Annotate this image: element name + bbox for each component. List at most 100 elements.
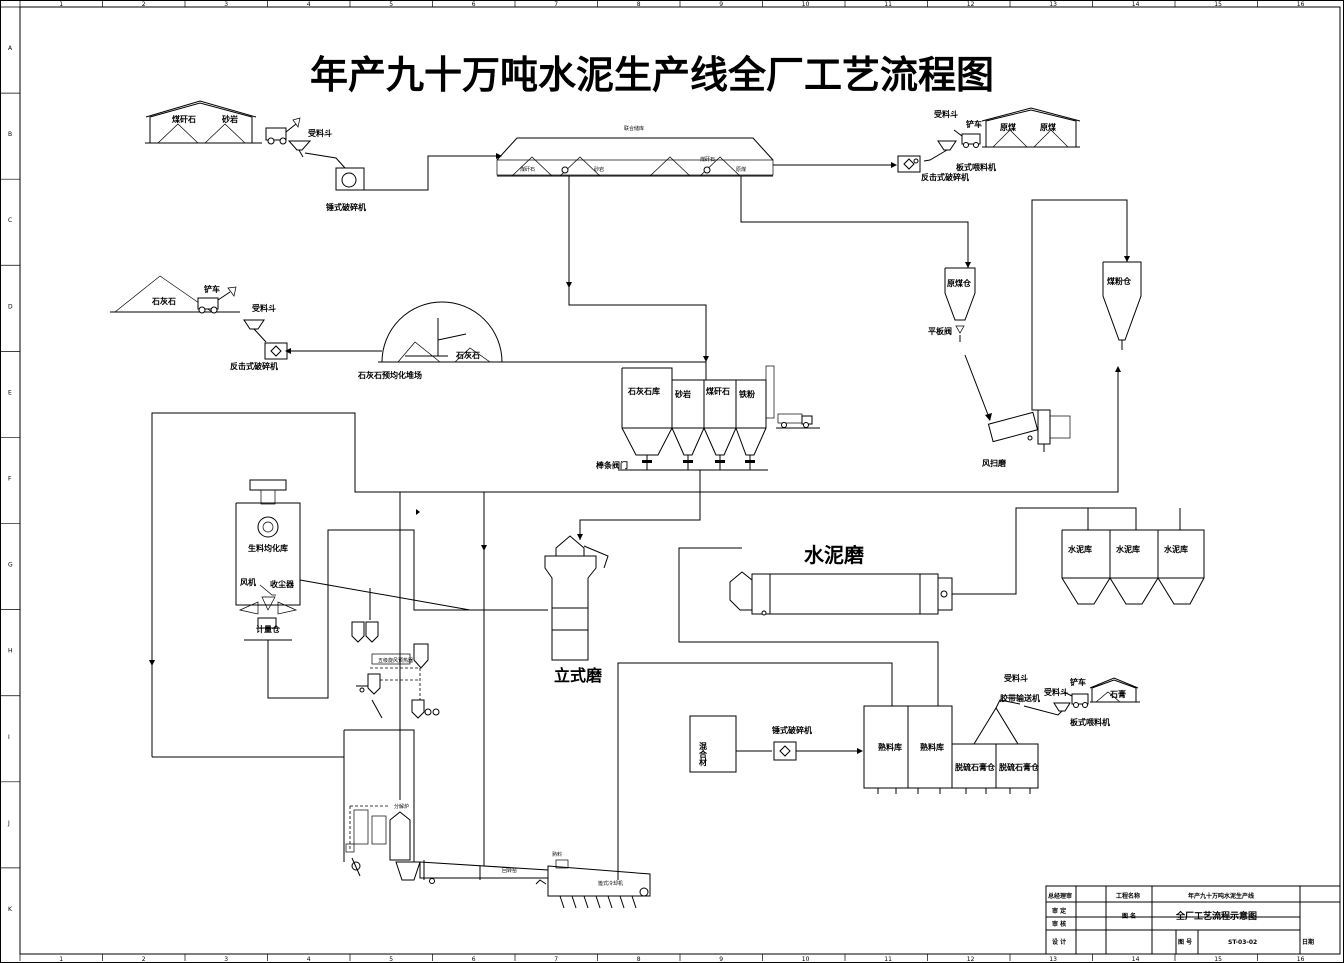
decomposer-label-small: 分解炉 xyxy=(394,803,409,810)
limestone-dome-label: 石灰石 xyxy=(455,350,480,360)
raw-coal-label-2: 原煤 xyxy=(1040,122,1056,132)
grid-col-label: 3 xyxy=(224,956,228,963)
coal-powder-bin-label: 煤粉仓 xyxy=(1107,276,1132,286)
impact-crusher-1: 反击式破碎机 xyxy=(897,155,969,182)
impact-crusher-2: 反击式破碎机 xyxy=(230,342,288,371)
dust-collector-label: 收尘器 xyxy=(270,579,295,589)
clinker-silo-label-2: 熟料库 xyxy=(920,742,944,752)
shed-coal-gangue-label: 煤矸石 xyxy=(520,166,535,173)
silo-coal-gangue-label: 煤矸石 xyxy=(706,386,730,396)
hopper-label-3: 受料斗 xyxy=(252,303,276,313)
silo-sandstone-label: 砂岩 xyxy=(674,389,691,399)
hopper-icon xyxy=(243,319,265,330)
raw-coal-shed: 受料斗 铲车 原煤 原煤 板式喂料机 反击式破碎机 xyxy=(897,107,1081,182)
mixed-material-bin: 混合材 xyxy=(689,715,737,773)
column-ticks: 1122334455667788991010111112121313141415… xyxy=(19,0,1305,963)
gypsum-bin-label-1: 脱硫石膏仓 xyxy=(955,762,996,772)
hopper-label-4: 受料斗 xyxy=(1004,673,1028,683)
grid-col-label: 12 xyxy=(967,1,975,8)
fan-label: 风机 xyxy=(240,577,256,587)
grid-col-label: 8 xyxy=(637,1,641,8)
coal-mill-label: 风扫磨 xyxy=(982,458,1006,468)
sandstone-label: 砂岩 xyxy=(221,114,238,124)
grid-col-label: 16 xyxy=(1297,956,1305,963)
grid-col-label: 11 xyxy=(884,956,892,963)
hopper-label-5: 受料斗 xyxy=(1044,687,1068,697)
kiln-label-small: 回转窑 xyxy=(502,867,517,874)
limestone-pre-homogenizing-yard: 石灰石 石灰石预均化堆场 xyxy=(357,301,506,380)
grid-row-label: K xyxy=(8,906,13,913)
grid-col-label: 2 xyxy=(142,1,146,8)
title-block: 总经理审 工程名称 年产九十万吨水泥生产线 审 定 图 名 全厂工艺流程示意图 … xyxy=(1045,885,1341,955)
raw-meal-homogenizing-silo: 生料均化库 风机 收尘器 计量仓 xyxy=(235,479,301,641)
grid-col-label: 5 xyxy=(389,1,393,8)
grid-col-label: 6 xyxy=(472,956,476,963)
shed-raw-coal-label: 原煤 xyxy=(736,166,746,173)
coal-powder-bin: 煤粉仓 xyxy=(1102,261,1142,350)
gypsum-bin-label-2: 脱硫石膏仓 xyxy=(999,762,1040,772)
grid-col-label: 10 xyxy=(802,1,810,8)
silo-iron-powder-label: 铁粉 xyxy=(739,389,755,399)
hopper-icon xyxy=(937,140,957,151)
tb-r2c1: 审 定 xyxy=(1052,907,1066,915)
clinker-gypsum-silos: 熟料库 熟料库 脱硫石膏仓 脱硫石膏仓 xyxy=(863,705,1040,794)
tb-r2c3: 全厂工艺流程示意图 xyxy=(1175,910,1257,922)
loader-icon xyxy=(1063,691,1089,708)
cement-mill-label: 水泥磨 xyxy=(804,543,864,567)
impact-crusher-label-2: 反击式破碎机 xyxy=(230,361,278,371)
loader-label-1: 铲车 xyxy=(966,119,982,129)
grid-col-label: 4 xyxy=(307,1,311,8)
grid-col-label: 13 xyxy=(1049,956,1057,963)
coal-mill: 风扫磨 xyxy=(982,409,1071,468)
grid-col-label: 7 xyxy=(554,1,558,8)
cement-silo-label-3: 水泥库 xyxy=(1163,544,1188,554)
plate-feeder-label-1: 板式喂料机 xyxy=(956,162,996,172)
grid-row-label: E xyxy=(8,389,12,396)
grid-col-label: 9 xyxy=(719,1,723,8)
raw-coal-bin: 原煤仓 平板阀 xyxy=(928,267,976,342)
tb-r4c4: 日期 xyxy=(1302,938,1314,946)
grid-row-label: F xyxy=(8,476,12,483)
raw-coal-bin-label: 原煤仓 xyxy=(947,278,972,288)
cement-silo-label-1: 水泥库 xyxy=(1067,544,1092,554)
cement-silo-label-2: 水泥库 xyxy=(1115,544,1140,554)
grid-col-label: 13 xyxy=(1049,1,1057,8)
grid-col-label: 15 xyxy=(1214,956,1222,963)
plate-valve-label: 平板阀 xyxy=(928,326,952,336)
gypsum-shed-label: 石膏 xyxy=(1109,689,1126,699)
grid-col-label: 7 xyxy=(554,956,558,963)
hopper-label-2: 受料斗 xyxy=(934,109,958,119)
raw-material-shed-1: 煤矸石 砂岩 受料斗 xyxy=(145,100,332,158)
mixed-material-label: 混合材 xyxy=(698,741,708,767)
vertical-mill: 立式磨 xyxy=(544,535,609,685)
hammer-crusher-1: 锤式破碎机 xyxy=(304,152,366,212)
loader-icon xyxy=(265,117,301,145)
grid-row-label: C xyxy=(8,217,12,224)
cement-mill: 水泥磨 xyxy=(729,543,953,616)
tb-r4c2: 图 号 xyxy=(1178,938,1192,946)
grid-col-label: 16 xyxy=(1297,1,1305,8)
grid-col-label: 14 xyxy=(1132,1,1140,8)
storage-label-small: 联合储库 xyxy=(624,125,644,132)
grid-col-label: 14 xyxy=(1132,956,1140,963)
grid-col-label: 1 xyxy=(59,1,63,8)
loader-icon xyxy=(953,129,981,148)
grid-row-label: I xyxy=(8,734,10,741)
coal-gangue-label: 煤矸石 xyxy=(172,114,196,124)
clinker-label-small: 熟料 xyxy=(552,851,562,858)
tb-r1c1: 总经理审 xyxy=(1048,892,1072,900)
hammer-crusher-label-1: 锤式破碎机 xyxy=(326,202,366,212)
limestone-pile: 石灰石 铲车 受料斗 反击式破碎机 xyxy=(110,275,288,371)
grid-row-label: J xyxy=(7,820,10,827)
joint-storage-building: 联合储库 煤矸石 砂岩 煤矸石 原煤 xyxy=(496,125,774,177)
grid-col-label: 4 xyxy=(307,956,311,963)
loader-label-3: 铲车 xyxy=(1070,677,1086,687)
grid-col-label: 3 xyxy=(224,1,228,8)
hopper-label-1: 受料斗 xyxy=(308,128,332,138)
raw-homogenizing-silo-label: 生料均化库 xyxy=(248,543,288,553)
cooler-label-small: 篦式冷却机 xyxy=(598,880,623,887)
grid-col-label: 2 xyxy=(142,956,146,963)
